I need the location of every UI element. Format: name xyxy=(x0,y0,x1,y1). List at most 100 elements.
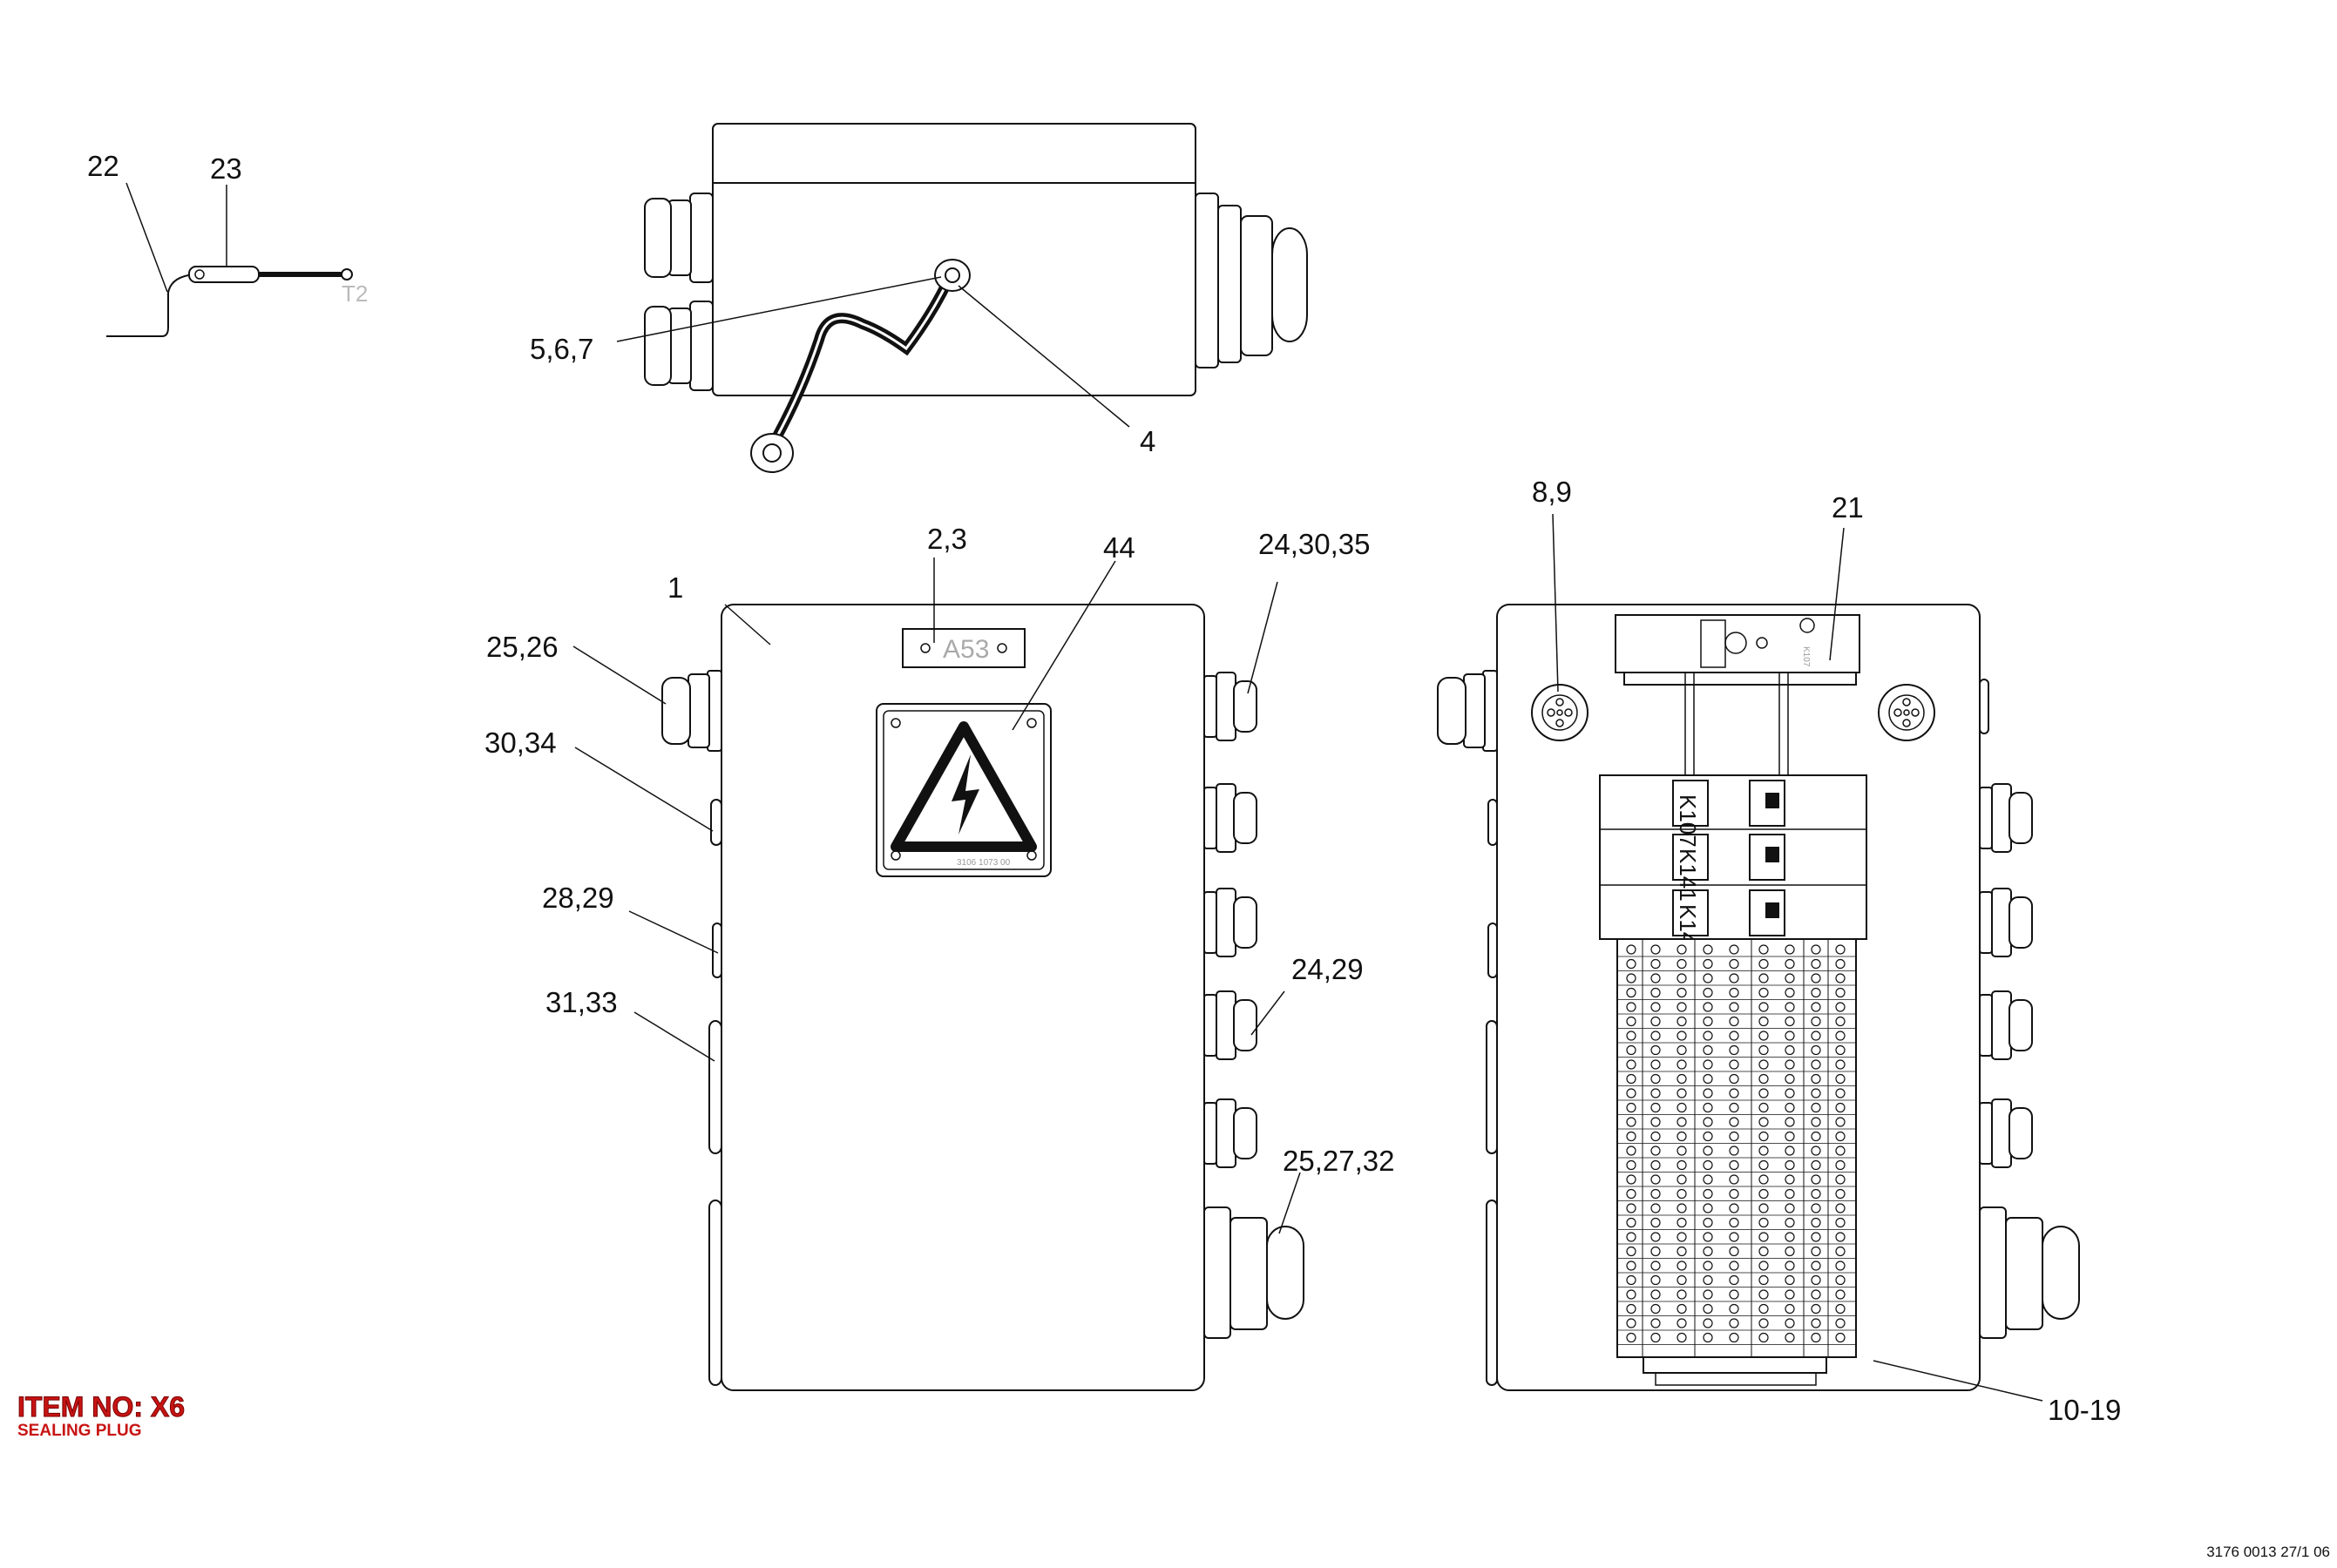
terminal-screw xyxy=(1677,1146,1687,1156)
terminal-screw xyxy=(1785,1217,1795,1228)
terminal-screw xyxy=(1626,987,1636,998)
terminal-screw xyxy=(1785,1303,1795,1315)
terminal-screw xyxy=(1677,1059,1687,1070)
terminal-screw xyxy=(1785,1159,1795,1171)
terminal-screw xyxy=(1785,1174,1795,1185)
terminal-screw xyxy=(1677,1131,1687,1142)
terminal-screw xyxy=(1650,1031,1661,1041)
terminal-screw xyxy=(1835,1188,1846,1200)
inside-view: K107 K107 K141 K141 xyxy=(1437,476,2121,1426)
item-subtitle: SEALING PLUG xyxy=(17,1422,142,1440)
terminal-screw xyxy=(1758,1203,1769,1213)
terminal-screw xyxy=(1703,1117,1713,1127)
terminal-screw xyxy=(1677,1260,1687,1271)
terminal-screw xyxy=(1835,1117,1846,1127)
terminal-screw xyxy=(1729,1318,1739,1328)
terminal-screw xyxy=(1650,958,1661,970)
terminal-screw xyxy=(1703,1146,1713,1156)
terminal-screw xyxy=(1626,1303,1636,1315)
terminal-screw xyxy=(1729,1217,1739,1228)
top-relay: K107 xyxy=(1615,614,1860,686)
terminal-screw xyxy=(1626,1059,1636,1070)
terminal-screw xyxy=(1703,1246,1713,1257)
terminal-screw xyxy=(1677,1044,1687,1056)
terminal-screw xyxy=(1758,1260,1769,1271)
terminal-screw xyxy=(1703,1274,1713,1286)
terminal-screw xyxy=(1758,973,1769,983)
terminal-screw xyxy=(1703,944,1713,955)
terminal-screw xyxy=(1703,1232,1713,1242)
terminal-screw xyxy=(1835,1318,1846,1328)
terminal-screw xyxy=(1785,973,1795,983)
terminal-screw xyxy=(1677,1117,1687,1127)
terminal-screw xyxy=(1677,958,1687,970)
terminal-screw xyxy=(1650,1159,1661,1171)
terminal-screw xyxy=(1626,1332,1636,1343)
terminal-screw xyxy=(1811,973,1821,983)
terminal-screw xyxy=(1677,1188,1687,1200)
terminal-screw xyxy=(1703,987,1713,998)
terminal-screw xyxy=(1785,1146,1795,1156)
terminal-screw xyxy=(1811,1088,1821,1098)
terminal-screw xyxy=(1785,1246,1795,1257)
terminal-screw xyxy=(1758,1274,1769,1286)
inside-left-components xyxy=(1437,670,1498,1386)
terminal-screw xyxy=(1811,1031,1821,1041)
terminal-screw xyxy=(1729,1059,1739,1070)
terminal-screw xyxy=(1703,1016,1713,1027)
terminal-screw xyxy=(1729,1117,1739,1127)
terminal-screw xyxy=(1811,1117,1821,1127)
terminal-screw xyxy=(1835,1044,1846,1056)
terminal-screw xyxy=(1626,1246,1636,1257)
terminal-screw xyxy=(1677,1289,1687,1300)
callout-8-9: 8,9 xyxy=(1532,476,1572,508)
terminal-screw xyxy=(1650,1044,1661,1056)
terminal-screw xyxy=(1626,1318,1636,1328)
terminal-screw xyxy=(1729,1031,1739,1041)
terminal-screw xyxy=(1703,973,1713,983)
terminal-screw xyxy=(1703,1159,1713,1171)
callout-28-29: 28,29 xyxy=(542,882,614,914)
terminal-screw xyxy=(1650,1073,1661,1085)
terminal-screw xyxy=(1677,973,1687,983)
terminal-screw xyxy=(1650,973,1661,983)
terminal-screw xyxy=(1785,1044,1795,1056)
terminal-screw xyxy=(1811,1232,1821,1242)
terminal-screw xyxy=(1729,1174,1739,1185)
terminal-screw xyxy=(1811,1159,1821,1171)
terminal-screw xyxy=(1729,958,1739,970)
top-view: 5,6,7 4 xyxy=(530,123,1308,473)
terminal-screw xyxy=(1758,1289,1769,1300)
terminal-screw xyxy=(1785,1073,1795,1085)
terminal-screw xyxy=(1703,1289,1713,1300)
terminal-screw xyxy=(1703,1088,1713,1098)
terminal-screw xyxy=(1811,1303,1821,1315)
warning-sign-code: 3106 1073 00 xyxy=(957,858,1011,868)
terminal-screw xyxy=(1758,1002,1769,1012)
terminal-screw xyxy=(1835,987,1846,998)
terminal-screw xyxy=(1811,1073,1821,1085)
terminal-screw xyxy=(1835,1203,1846,1213)
terminal-screw xyxy=(1626,1073,1636,1085)
terminal-screw xyxy=(1729,1016,1739,1027)
terminal-screw xyxy=(1729,1146,1739,1156)
plug-tag-label: T2 xyxy=(342,280,368,307)
callout-1: 1 xyxy=(667,571,683,604)
callout-25-26: 25,26 xyxy=(486,631,559,663)
terminal-screw xyxy=(1758,1117,1769,1127)
terminal-screw xyxy=(1835,1059,1846,1070)
terminal-screw xyxy=(1626,958,1636,970)
terminal-screw xyxy=(1677,1073,1687,1085)
terminal-screw xyxy=(1785,1332,1795,1343)
callout-24-30-35: 24,30,35 xyxy=(1258,528,1370,560)
callout-23: 23 xyxy=(210,152,242,185)
terminal-screw xyxy=(1677,1203,1687,1213)
terminal-screw xyxy=(1835,973,1846,983)
terminal-screw xyxy=(1835,1174,1846,1185)
terminal-screw xyxy=(1811,1289,1821,1300)
terminal-screw xyxy=(1677,1159,1687,1171)
callout-44: 44 xyxy=(1103,531,1135,564)
terminal-screw xyxy=(1758,944,1769,955)
terminal-screw xyxy=(1729,944,1739,955)
terminal-screw xyxy=(1650,1274,1661,1286)
